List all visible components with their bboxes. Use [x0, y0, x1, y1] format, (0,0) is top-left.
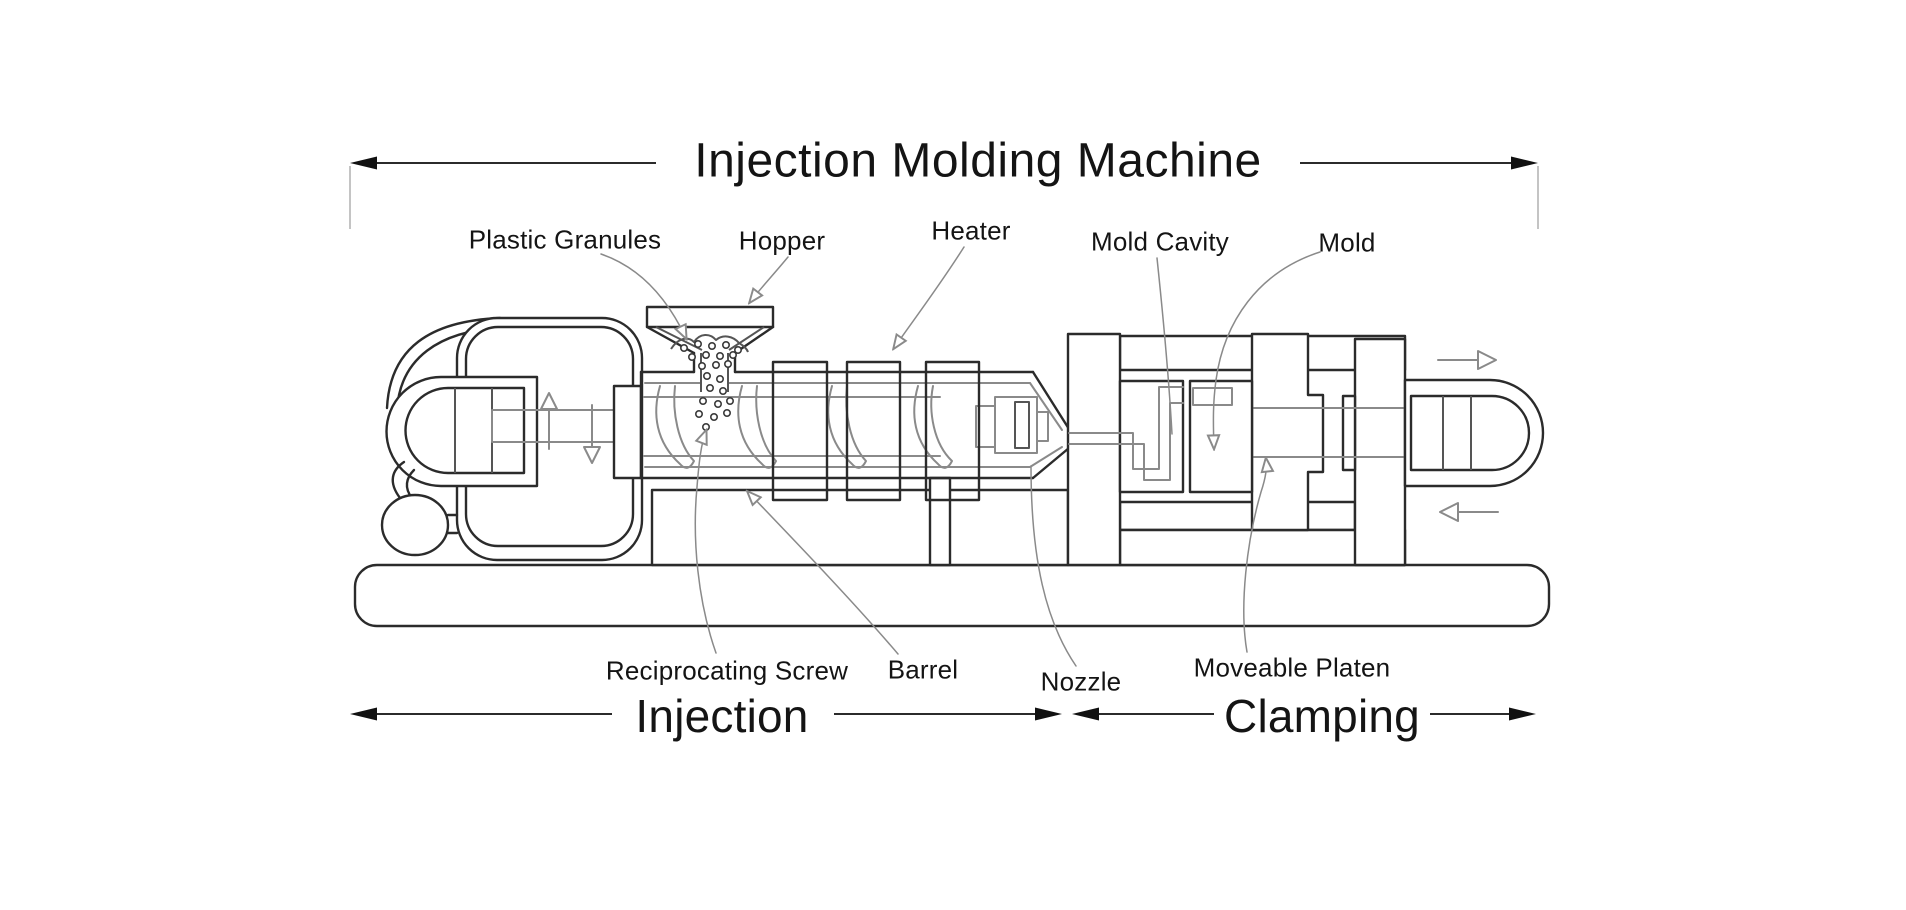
- label-moveable-platen: Moveable Platen: [1193, 652, 1391, 683]
- nozzle-taper: [1031, 370, 1071, 431]
- arrowhead-left-icon: [1072, 707, 1099, 721]
- screw-tip: [1036, 411, 1049, 442]
- screw-tip-flange: [1014, 401, 1030, 449]
- barrel-body: [639, 370, 1071, 480]
- label-plastic-granules: Plastic Granules: [468, 224, 662, 255]
- section-label-injection: Injection: [635, 690, 809, 742]
- heater-band: [924, 360, 981, 502]
- arrowhead-right-icon: [1511, 156, 1538, 170]
- mold-core-detail: [1192, 387, 1233, 406]
- barrel-support-column: [928, 476, 952, 567]
- screw-flight: [655, 385, 695, 469]
- clamp-close-arrow: [1439, 502, 1499, 522]
- label-mold-cavity: Mold Cavity: [1090, 226, 1230, 257]
- granule-pile: [670, 334, 749, 353]
- hopper-rim: [645, 305, 775, 329]
- moveable-platen-leader: [1243, 459, 1267, 653]
- label-reciprocating-screw: Reciprocating Screw: [605, 655, 849, 686]
- clamp-open-arrow: [1437, 350, 1497, 370]
- plastic-granules: [679, 339, 742, 431]
- heater-bands: [771, 360, 981, 502]
- injection-section-arrow: [350, 707, 1062, 721]
- arrowhead-left-icon: [350, 707, 377, 721]
- hopper-assembly: [645, 305, 775, 431]
- diagram-title: Injection Molding Machine: [694, 134, 1262, 188]
- clamp-ram-plate: [1341, 394, 1357, 472]
- heater-band: [845, 360, 902, 502]
- label-hopper: Hopper: [738, 225, 826, 256]
- arrowhead-right-icon: [1035, 707, 1062, 721]
- title-span-arrow: [349, 156, 1539, 229]
- screw-motion-down-arrow: [583, 404, 601, 464]
- barrel-leader: [748, 492, 899, 655]
- lower-rail: [1118, 500, 1357, 532]
- rear-platen: [1353, 337, 1407, 567]
- arrowhead-right-icon: [1509, 707, 1536, 721]
- heater-leader: [894, 246, 965, 348]
- injection-cylinder: [385, 375, 539, 488]
- section-label-clamping: Clamping: [1224, 690, 1420, 742]
- mold-fixed-half: [1118, 379, 1185, 494]
- mold: [1068, 379, 1254, 494]
- mold-cavity-shape: [1068, 386, 1184, 481]
- screw-flight: [913, 385, 953, 469]
- leader-lines: [600, 246, 1321, 667]
- screw-flight: [737, 385, 777, 469]
- machine-base: [353, 563, 1551, 628]
- plastic-granules-leader: [600, 253, 686, 338]
- nozzle-taper: [1031, 446, 1071, 480]
- clamping-section-arrow: [1072, 707, 1536, 721]
- arrowhead-left-icon: [350, 156, 377, 170]
- barrel-pedestal: [650, 476, 1070, 567]
- label-heater: Heater: [931, 215, 1011, 246]
- reciprocating-screw: [643, 385, 1049, 469]
- stationary-platen: [1066, 332, 1122, 567]
- mold-moving-half: [1188, 379, 1254, 494]
- hydraulic-motor: [380, 460, 459, 557]
- heater-band: [771, 360, 829, 502]
- thrust-block: [612, 384, 643, 480]
- label-barrel: Barrel: [887, 654, 959, 685]
- mold-leader: [1213, 251, 1321, 448]
- clamp-cylinder: [1403, 378, 1545, 488]
- nozzle-leader: [1030, 465, 1077, 667]
- screw-motion-up-arrow: [540, 392, 558, 450]
- moveable-platen-shape: [1250, 332, 1325, 532]
- screw-flight: [827, 385, 867, 469]
- label-mold: Mold: [1318, 227, 1376, 258]
- reciprocating-screw-leader: [695, 431, 717, 654]
- hopper-leader: [750, 256, 789, 302]
- label-nozzle: Nozzle: [1040, 666, 1122, 697]
- mold-cavity-leader: [1156, 257, 1173, 435]
